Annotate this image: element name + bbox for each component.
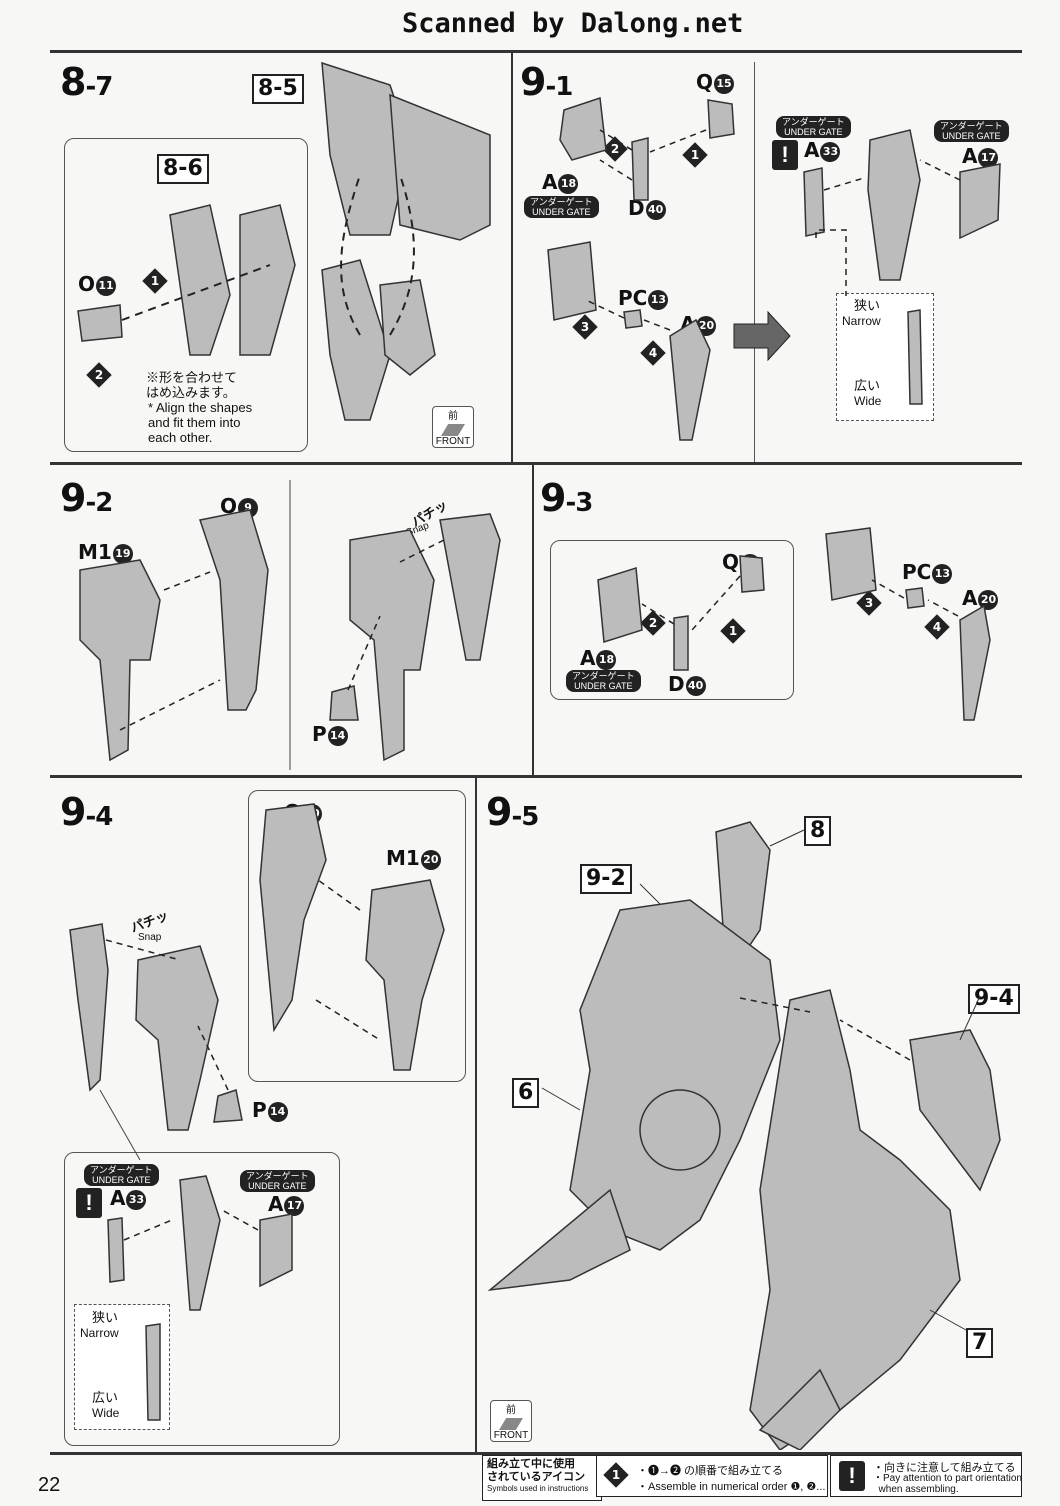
step-9-3: 9-3 (540, 476, 593, 520)
order-1-marker: 1 (720, 618, 746, 644)
detail-frame-8-6 (64, 138, 308, 452)
scan-credit: Scanned by Dalong.net (402, 8, 744, 39)
step-9-2: 9-2 (60, 476, 113, 520)
ref-8-6: 8-6 (157, 154, 209, 184)
wide-label-en: Wide (854, 394, 882, 408)
note-en-align: * Align the shapes and fit them into eac… (148, 400, 253, 445)
legend-order-jp: ・❶→❷ の順番で組み立てる (637, 1465, 784, 1477)
wide-label-jp: 広い (854, 378, 881, 393)
detail-frame-9-4 (248, 790, 466, 1082)
orientation-warning-icon: ! (839, 1461, 865, 1491)
icon-legend-title: 組み立て中に使用 されているアイコン Symbols used in instr… (482, 1455, 602, 1501)
order-1-marker: 1 (603, 1462, 629, 1488)
ref-8: 8 (804, 816, 832, 846)
wide-label-jp: 広い (92, 1390, 119, 1405)
order-2-marker: 2 (602, 136, 628, 162)
order-3-marker: 3 (572, 314, 598, 340)
order-2-marker: 2 (86, 362, 112, 388)
page-number: 22 (38, 1474, 61, 1496)
order-2-marker: 2 (640, 610, 666, 636)
part-art-9-1 (547, 96, 791, 441)
ref-9-2: 9-2 (580, 864, 632, 894)
part-art-9-2 (79, 480, 501, 770)
legend-attn-en: ・Pay attention to part orientation when … (873, 1473, 1022, 1495)
part-art-9-3 (597, 527, 991, 721)
icon-legend-order: 1 ・❶→❷ の順番で組み立てる ・Assemble in numerical … (596, 1455, 828, 1497)
part-art-9-4 (69, 803, 445, 1421)
note-jp-align: ※形を合わせて はめ込みます。 (146, 370, 238, 400)
order-1-marker: 1 (142, 268, 168, 294)
col-rule-2 (754, 62, 755, 462)
narrow-label-jp: 狭い (854, 298, 881, 313)
detail-frame-9-3 (550, 540, 794, 700)
narrow-label-en: Narrow (80, 1326, 119, 1340)
orientation-warning-icon: ! (76, 1188, 102, 1218)
legend-attn-jp: ・向きに注意して組み立てる (873, 1462, 1016, 1474)
legend-title-jp: 組み立て中に使用 されているアイコン (487, 1458, 586, 1483)
step-9-4: 9-4 (60, 790, 113, 834)
bottom-rule (50, 1452, 1022, 1455)
order-3-marker: 3 (856, 590, 882, 616)
part-art-8-2 (803, 129, 1001, 405)
narrow-label-en: Narrow (842, 314, 881, 328)
col-rule-3 (532, 464, 534, 775)
legend-order-en: ・Assemble in numerical order ❶, ❷... (637, 1481, 826, 1493)
part-art-9-5 (487, 821, 1001, 1450)
col-rule-1 (511, 52, 513, 462)
narrow-label-jp: 狭い (92, 1310, 119, 1325)
ref-6: 6 (512, 1078, 540, 1108)
front-arrow-icon (441, 424, 465, 436)
step-8-7: 8-7 (60, 60, 113, 104)
order-4-marker: 4 (924, 614, 950, 640)
row1-rule (50, 462, 1022, 465)
wide-label-en: Wide (92, 1406, 120, 1420)
orientation-warning-icon: ! (772, 140, 798, 170)
snap-label-en: Snap (138, 932, 162, 943)
front-arrow-icon (499, 1418, 523, 1430)
step-9-5: 9-5 (486, 790, 539, 834)
icon-legend-attention: ! ・向きに注意して組み立てる ・Pay attention to part o… (830, 1455, 1022, 1497)
legend-title-en: Symbols used in instructions (487, 1484, 589, 1493)
detail-frame-9-4-bottom (64, 1152, 340, 1446)
part-art-8-7 (77, 61, 491, 421)
step-9-1: 9-1 (520, 60, 573, 104)
ref-8-5: 8-5 (252, 74, 304, 104)
ref-7: 7 (966, 1328, 994, 1358)
row2-rule (50, 775, 1022, 778)
top-rule (50, 50, 1022, 53)
order-4-marker: 4 (640, 340, 666, 366)
ref-9-4: 9-4 (968, 984, 1020, 1014)
col-rule-4 (475, 777, 477, 1452)
order-1-marker: 1 (682, 142, 708, 168)
